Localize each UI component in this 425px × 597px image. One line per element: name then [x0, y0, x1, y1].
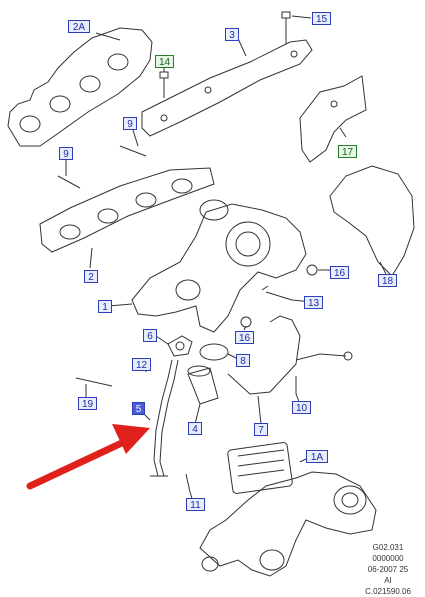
callout-3: 3 [225, 28, 239, 41]
callout-16b: 16 [235, 331, 254, 344]
callout-10: 10 [292, 401, 311, 414]
callout-11: 11 [186, 498, 205, 511]
code-line-2: 0000000 [372, 554, 404, 563]
callout-16a: 16 [330, 266, 349, 279]
callout-1a: 1A [306, 450, 328, 463]
callout-1: 1 [98, 300, 112, 313]
callout-8: 8 [236, 354, 250, 367]
code-line-5: C.021590.06 [365, 587, 411, 596]
heat-shield-2a [7, 27, 153, 147]
callout-13: 13 [304, 296, 323, 309]
oil-return-pipe-5 [153, 359, 173, 477]
callout-19: 19 [78, 397, 97, 410]
drawing-code: G02.031 0000000 06-2007 25 AI C.021590.0… [357, 542, 419, 597]
callout-2: 2 [84, 270, 98, 283]
bracket-3 [141, 39, 313, 137]
code-line-4: AI [384, 576, 392, 585]
red-arrow-icon [26, 424, 150, 490]
gasket-2 [39, 167, 215, 253]
callout-5: 5 [132, 402, 145, 415]
callout-7: 7 [254, 423, 268, 436]
code-line-1: G02.031 [372, 543, 404, 552]
callout-9a: 9 [123, 117, 137, 130]
callout-14: 14 [155, 55, 174, 68]
callout-15: 15 [312, 12, 331, 25]
turbocharger-1 [131, 203, 307, 333]
callout-18: 18 [378, 274, 397, 287]
heat-shield-18 [329, 165, 415, 277]
callout-9b: 9 [59, 147, 73, 160]
turbocharger-1a [199, 471, 377, 577]
callout-4: 4 [188, 422, 202, 435]
oil-feed-pipe-7 [227, 315, 301, 395]
callout-2a: 2A [68, 20, 90, 33]
bracket-17 [299, 75, 367, 163]
callout-17: 17 [338, 145, 357, 158]
callout-12: 12 [132, 358, 151, 371]
hose-4 [187, 367, 219, 405]
code-line-3: 06-2007 25 [367, 565, 409, 574]
callout-6: 6 [143, 329, 157, 342]
